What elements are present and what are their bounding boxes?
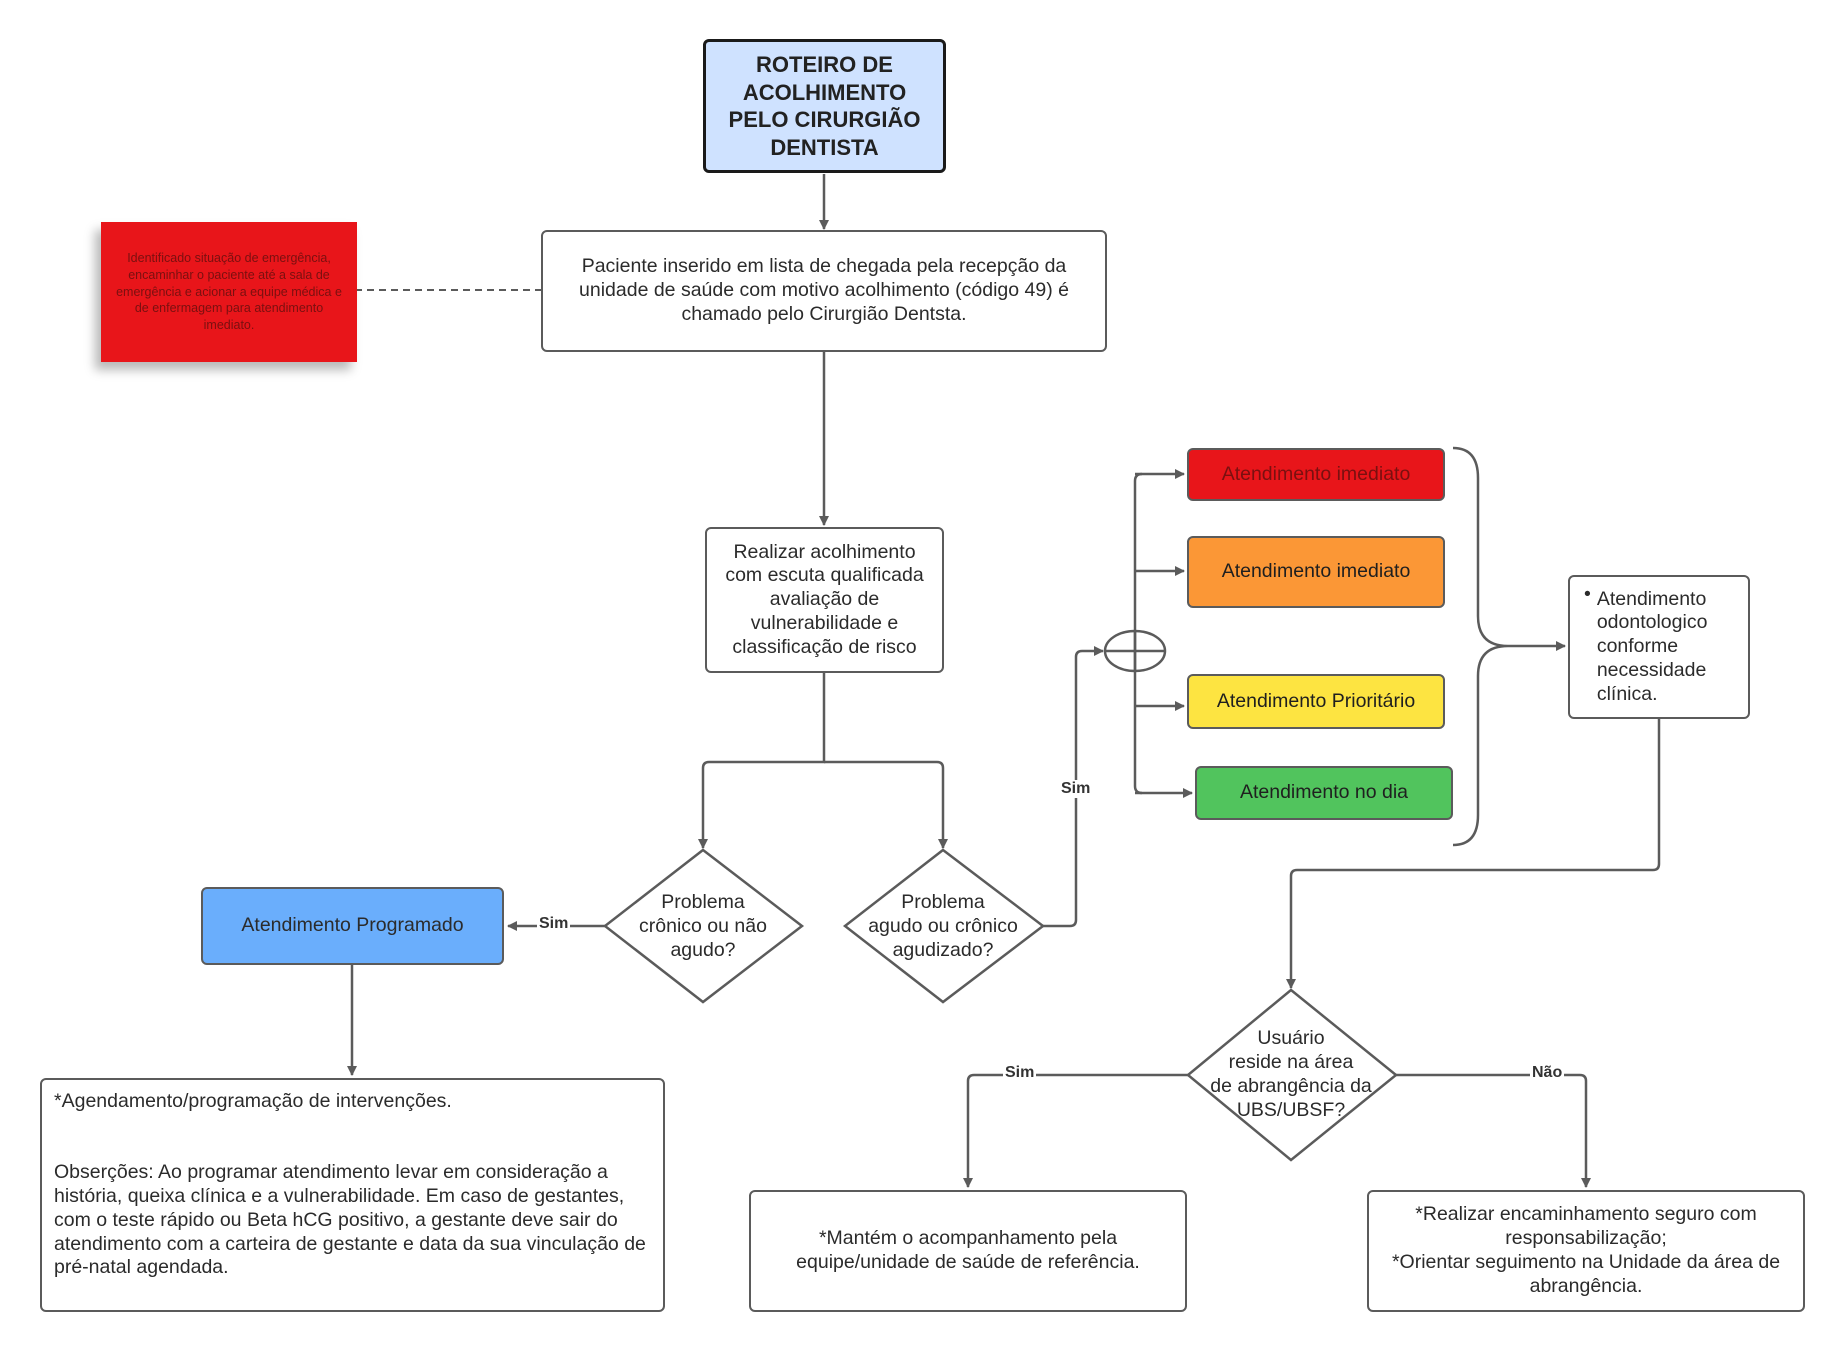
- emergency-note: Identificado situação de emergência, enc…: [101, 222, 357, 362]
- triage-curly-brace: [1452, 446, 1509, 847]
- edge-label-sim-chronic: Sim: [537, 915, 571, 933]
- arrival-step: Paciente inserido em lista de chegada pe…: [541, 230, 1107, 352]
- edge-area-to-refer: [1396, 1073, 1591, 1188]
- decision-chronic-shape: [602, 848, 805, 1004]
- dental-care: • Atendimento odontologico conforme nece…: [1568, 575, 1750, 719]
- dental-care-text: Atendimento odontologico conforme necess…: [1596, 587, 1708, 705]
- triage-priority-yellow: Atendimento Prioritário: [1187, 674, 1445, 729]
- decision-acute: Problema agudo ou crônico agudizado?: [868, 890, 1018, 962]
- referral-care: *Realizar encaminhamento seguro com resp…: [1367, 1190, 1805, 1312]
- decision-area: Usuário reside na área de abrangência da…: [1210, 1026, 1372, 1122]
- flowchart-title: ROTEIRO DE ACOLHIMENTO PELO CIRURGIÃO DE…: [703, 39, 946, 173]
- stay-local-care: *Mantém o acompanhamento pela equipe/uni…: [749, 1190, 1187, 1312]
- triage-same-day-green: Atendimento no dia: [1195, 766, 1453, 820]
- scheduled-care: Atendimento Programado: [201, 887, 504, 965]
- decision-acute-shape: [842, 848, 1046, 1004]
- edge-label-sim-area: Sim: [1003, 1064, 1037, 1082]
- edge-reception-split-right: [824, 760, 948, 849]
- scheduled-notes: *Agendamento/programação de intervenções…: [40, 1078, 665, 1312]
- edge-area-to-stay: [963, 1073, 1188, 1188]
- edge-reception-split-left: [698, 673, 826, 849]
- edge-triage-bus: [1133, 472, 1143, 795]
- edge-label-sim-acute: Sim: [1059, 780, 1093, 798]
- edge-label-nao-area: Não: [1530, 1064, 1565, 1082]
- bullet-glyph: •: [1584, 583, 1591, 605]
- decision-area-shape: [1186, 988, 1398, 1162]
- edge-dental-to-area: [1286, 719, 1661, 989]
- reception-step: Realizar acolhimento com escuta qualific…: [705, 527, 944, 673]
- triage-immediate-red: Atendimento imediato: [1187, 448, 1445, 501]
- triage-immediate-orange: Atendimento imediato: [1187, 536, 1445, 608]
- decision-chronic: Problema crônico ou não agudo?: [639, 890, 767, 962]
